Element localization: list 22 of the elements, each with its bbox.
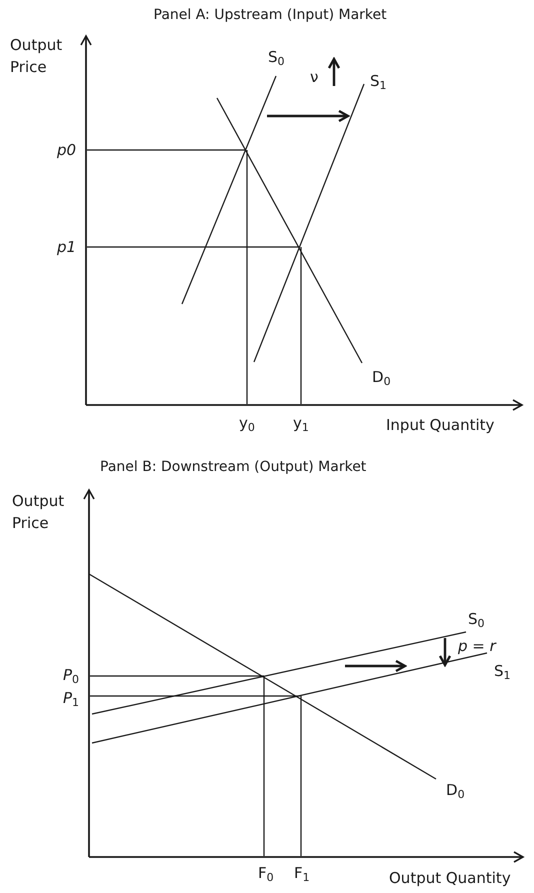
axis-tick-label: p0 <box>57 141 76 159</box>
curve-label: S$_{0}$ <box>268 48 285 66</box>
axis-tick-label: P$_{0}$ <box>63 666 80 684</box>
axis-title: Output Price <box>12 491 66 534</box>
shift-label: ν <box>310 68 318 86</box>
panel-title: Panel A: Upstream (Input) Market <box>154 6 387 24</box>
curve-label: S$_{1}$ <box>370 72 387 90</box>
axis-tick-label: P$_{1}$ <box>63 689 80 707</box>
axis-tick-label: p1 <box>57 238 76 256</box>
axis-title: Input Quantity <box>386 416 494 434</box>
axis-tick-label: y$_{1}$ <box>293 414 309 432</box>
axis-tick-label: y$_{0}$ <box>239 414 255 432</box>
panel-title: Panel B: Downstream (Output) Market <box>100 458 366 476</box>
curve-label: S$_{0}$ <box>468 610 485 628</box>
curve-label: D$_{0}$ <box>372 368 391 386</box>
axis-title: Output Quantity <box>389 869 511 887</box>
axis-title: Output Price <box>10 35 64 78</box>
axis-tick-label: F$_{1}$ <box>294 864 310 882</box>
curve-label: S$_{1}$ <box>494 662 511 680</box>
curve-label: D$_{0}$ <box>446 781 465 799</box>
axis-tick-label: F$_{0}$ <box>258 864 274 882</box>
shift-label: p = r <box>458 637 496 655</box>
